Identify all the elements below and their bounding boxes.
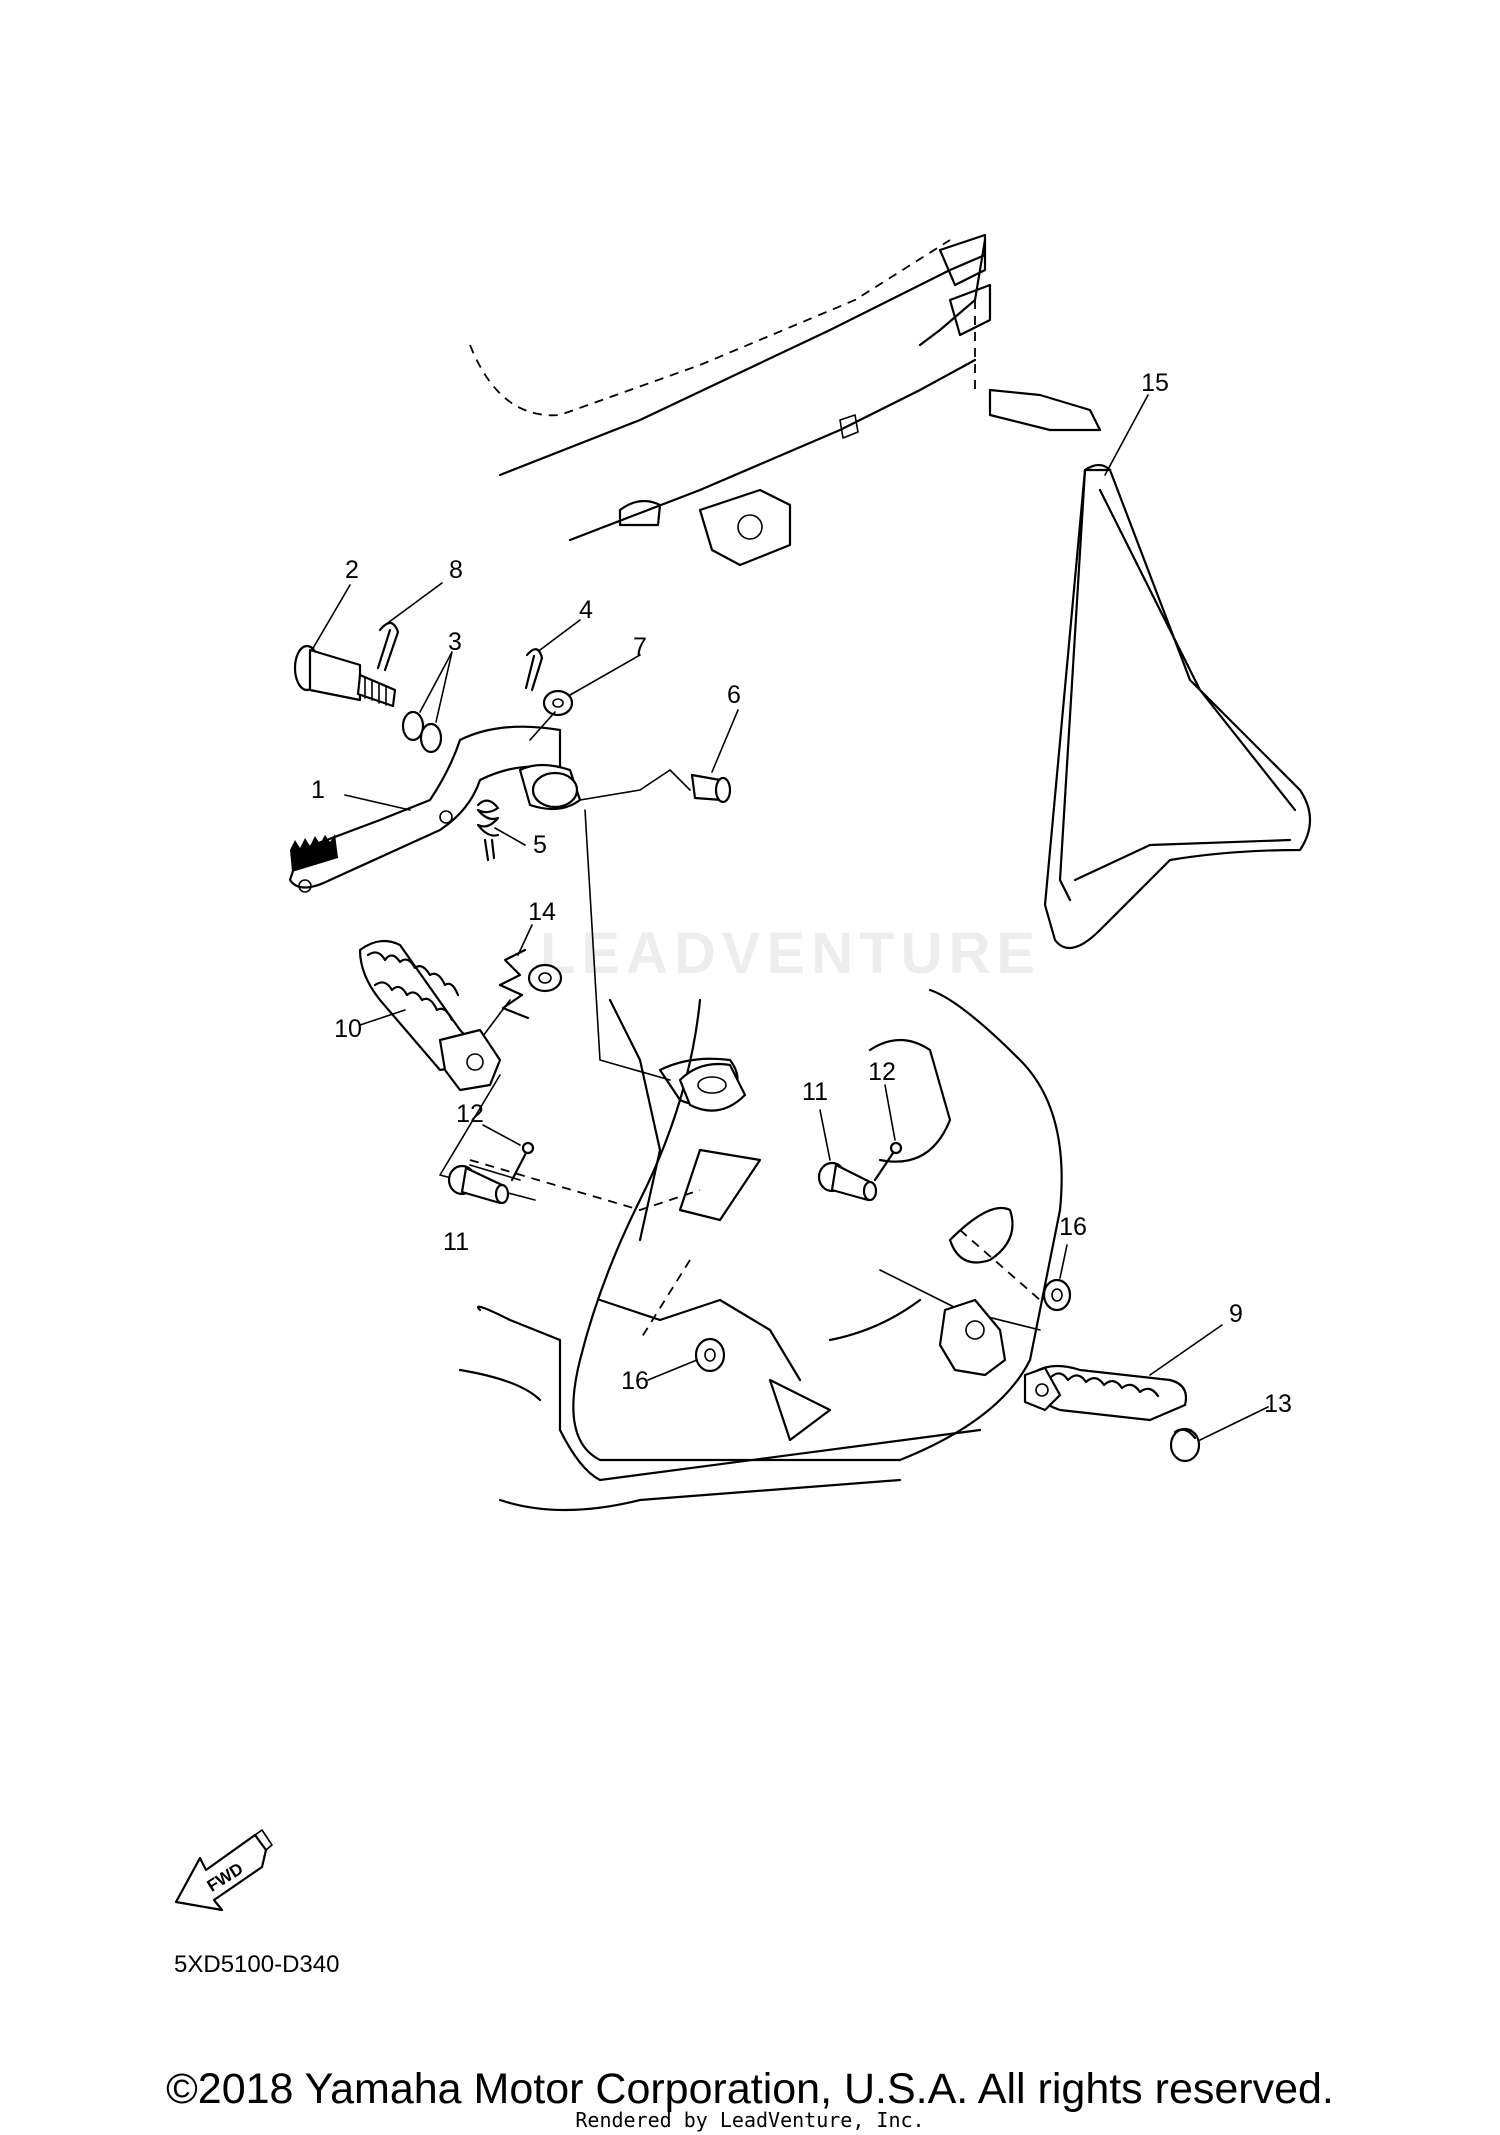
engine-lower-frame [458,988,1063,1512]
frame-rear-outline [469,233,992,567]
callout-14: 14 [528,898,556,926]
callout-15: 15 [1141,369,1169,397]
callout-12-left: 12 [456,1100,484,1128]
callout-numbers: 1 2 3 4 5 6 7 8 9 10 11 11 12 12 13 14 1… [311,369,1292,1418]
cotter-pin-4 [524,648,544,692]
callout-12-right: 12 [868,1058,896,1086]
footpeg-left [358,939,502,1092]
callout-1: 1 [311,776,325,804]
pin-12-left [510,1141,535,1182]
callout-7: 7 [633,633,647,661]
brake-pedal [288,725,582,893]
callout-9: 9 [1229,1300,1243,1328]
callout-16-right: 16 [1059,1213,1087,1241]
callout-leaders [311,394,1269,1441]
rendered-by-credit: Rendered by LeadVenture, Inc. [575,2108,925,2132]
clevis-pin-6 [690,773,732,804]
bolt-11-left [447,1164,510,1205]
callout-10: 10 [334,1015,362,1043]
callout-2: 2 [345,556,359,584]
rear-brake-cylinder [678,1062,747,1112]
callout-16-lower: 16 [621,1367,649,1395]
collar-16-lower [694,1337,726,1373]
copyright-notice: ©2018 Yamaha Motor Corporation, U.S.A. A… [166,2065,1334,2113]
footpeg-bracket-right [938,1298,1007,1377]
r-pin-8 [376,621,400,672]
callout-6: 6 [727,681,741,709]
callout-11-left: 11 [443,1228,469,1256]
washer-7 [542,689,574,717]
dashed-connectors [469,1159,1041,1341]
footpeg-right [1023,1364,1188,1422]
side-stand [988,388,1311,950]
callout-11-right: 11 [802,1078,828,1106]
fwd-arrow-icon: FWD [174,1829,273,1912]
bolt-11-right [817,1161,878,1202]
callout-5: 5 [533,831,547,859]
collar-16-right [1042,1278,1072,1312]
pivot-shaft-2 [293,644,397,708]
clip-13 [1169,1427,1201,1463]
watermark-logo: LEADVENTURE [540,921,1042,986]
o-rings-3 [401,710,443,754]
callout-4: 4 [579,596,593,624]
pin-12-right [873,1141,903,1182]
diagram-code: 5XD5100-D340 [174,1951,340,1978]
callout-13: 13 [1264,1390,1292,1418]
callout-8: 8 [449,556,463,584]
callout-3: 3 [448,628,462,656]
return-spring-14 [498,948,563,1020]
spring-5 [476,799,500,862]
